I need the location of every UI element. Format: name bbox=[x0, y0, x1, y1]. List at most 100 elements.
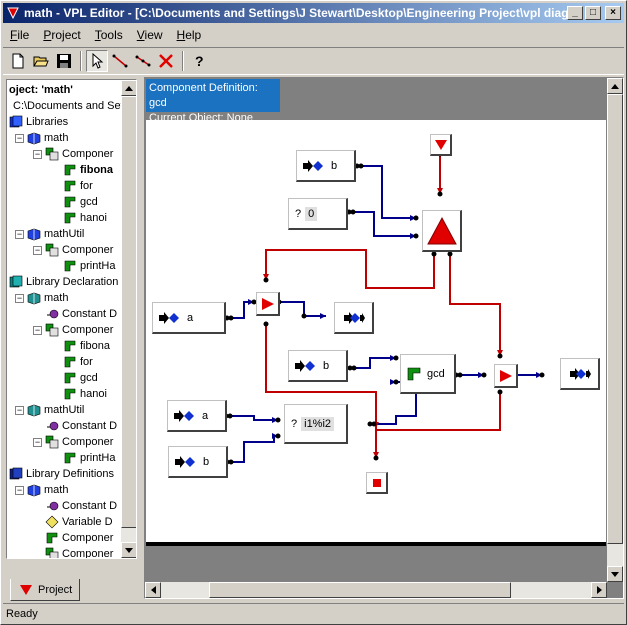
input-node-b-top[interactable]: b bbox=[296, 150, 356, 182]
editor-vscroll-thumb[interactable] bbox=[607, 94, 623, 544]
close-button[interactable]: × bbox=[605, 6, 621, 20]
open-folder-button[interactable] bbox=[30, 50, 52, 72]
maximize-button[interactable]: □ bbox=[585, 6, 601, 20]
scroll-down-button[interactable] bbox=[121, 542, 136, 558]
expr-value[interactable]: i1%i2 bbox=[301, 416, 335, 431]
start-node-top[interactable] bbox=[430, 134, 452, 156]
tree-item[interactable]: Library Declaration bbox=[9, 274, 118, 290]
new-file-button[interactable] bbox=[7, 50, 29, 72]
tree-item[interactable]: printHa bbox=[63, 258, 115, 274]
tree-project-header[interactable]: oject: 'math' bbox=[9, 84, 73, 96]
delete-button[interactable] bbox=[155, 50, 177, 72]
tree-item[interactable]: fibona bbox=[63, 338, 110, 354]
tree-item[interactable]: math bbox=[27, 130, 68, 146]
save-button[interactable] bbox=[53, 50, 75, 72]
tree-collapse-toggle[interactable]: − bbox=[15, 405, 24, 415]
tree-item-label: for bbox=[80, 180, 93, 192]
tree-item[interactable]: Constant D bbox=[45, 306, 117, 322]
tree-item[interactable]: math bbox=[27, 290, 68, 306]
tree-item[interactable]: Componer bbox=[45, 322, 113, 338]
tree-item[interactable]: mathUtil bbox=[27, 226, 84, 242]
input-node-a-left[interactable]: a bbox=[152, 302, 226, 334]
tree-collapse-toggle[interactable]: − bbox=[33, 149, 42, 159]
tree-item[interactable]: hanoi bbox=[63, 386, 107, 402]
output-node-top[interactable] bbox=[334, 302, 374, 334]
port-dot bbox=[251, 299, 257, 305]
tree-vertical-scrollbar[interactable] bbox=[121, 80, 136, 558]
const-question-label: ? bbox=[295, 207, 302, 220]
title-bar[interactable]: math - VPL Editor - [C:\Documents and Se… bbox=[3, 3, 624, 23]
tree-item[interactable]: Constant D bbox=[45, 498, 117, 514]
menu-help[interactable]: Help bbox=[176, 28, 202, 42]
connect-wire-button[interactable] bbox=[109, 50, 131, 72]
output-node-right[interactable] bbox=[560, 358, 600, 390]
bend-wire-button[interactable] bbox=[132, 50, 154, 72]
tree-item[interactable]: Componer bbox=[45, 242, 113, 258]
help-button[interactable]: ? bbox=[188, 50, 210, 72]
select-pointer-button[interactable] bbox=[86, 50, 108, 72]
tree-collapse-toggle[interactable]: − bbox=[15, 485, 24, 495]
component-icon bbox=[64, 340, 76, 352]
editor-vertical-scrollbar[interactable] bbox=[607, 78, 623, 582]
tree-item[interactable]: for bbox=[63, 178, 93, 194]
chevron-right-icon bbox=[596, 586, 602, 594]
input-node-a-low[interactable]: a bbox=[167, 400, 227, 432]
tree-collapse-toggle[interactable]: − bbox=[15, 133, 24, 143]
constant-node-zero[interactable]: ?0 bbox=[288, 198, 348, 230]
menu-file[interactable]: File bbox=[10, 28, 30, 42]
select-node-left[interactable] bbox=[256, 292, 280, 316]
tab-project[interactable]: Project bbox=[10, 579, 80, 601]
menu-view[interactable]: View bbox=[136, 28, 163, 42]
menu-tools[interactable]: Tools bbox=[94, 28, 123, 42]
tree-item[interactable]: Library Definitions bbox=[9, 466, 114, 482]
editor-scroll-right-button[interactable] bbox=[591, 582, 607, 598]
tree-collapse-toggle[interactable]: − bbox=[15, 293, 24, 303]
components-folder-icon bbox=[45, 547, 59, 558]
input-port-icon bbox=[159, 311, 179, 324]
minimize-button[interactable]: _ bbox=[567, 6, 583, 20]
editor-scroll-down-button[interactable] bbox=[607, 566, 623, 582]
input-port-icon bbox=[303, 159, 323, 172]
tree-item[interactable]: gcd bbox=[63, 194, 98, 210]
tree-collapse-toggle[interactable]: − bbox=[33, 245, 42, 255]
input-node-b-low[interactable]: b bbox=[168, 446, 228, 478]
menu-project[interactable]: Project bbox=[43, 28, 81, 42]
tree-item[interactable]: for bbox=[63, 354, 93, 370]
port-dot bbox=[413, 233, 419, 239]
tree-item[interactable]: Variable D bbox=[45, 514, 113, 530]
editor-horizontal-scrollbar[interactable] bbox=[145, 582, 607, 598]
tree-item[interactable]: mathUtil bbox=[27, 402, 84, 418]
end-node-bottom[interactable] bbox=[366, 472, 388, 494]
app-triangle-icon[interactable] bbox=[5, 5, 21, 21]
tree-item[interactable]: printHa bbox=[63, 450, 115, 466]
tree-item[interactable]: Constant D bbox=[45, 418, 117, 434]
editor-hscroll-thumb[interactable] bbox=[209, 582, 511, 598]
tree-collapse-toggle[interactable]: − bbox=[15, 229, 24, 239]
tree-item-label: Componer bbox=[62, 532, 114, 544]
editor-scroll-up-button[interactable] bbox=[607, 78, 623, 94]
tree-item[interactable]: Componer bbox=[45, 530, 113, 546]
tree-collapse-toggle[interactable]: − bbox=[33, 437, 42, 447]
editor-scroll-left-button[interactable] bbox=[145, 582, 161, 598]
tree-item[interactable]: hanoi bbox=[63, 210, 107, 226]
tree-collapse-toggle[interactable]: − bbox=[33, 325, 42, 335]
tree-scroll-thumb[interactable] bbox=[121, 96, 136, 528]
const-value[interactable]: 0 bbox=[305, 206, 318, 221]
expression-node[interactable]: ?i1%i2 bbox=[284, 404, 348, 444]
input-node-b-mid[interactable]: b bbox=[288, 350, 348, 382]
tree-item[interactable]: Componer bbox=[45, 146, 113, 162]
gcd-component-node[interactable]: gcd bbox=[400, 354, 456, 394]
tree-item[interactable]: Libraries bbox=[9, 114, 68, 130]
merge-node-big[interactable] bbox=[422, 210, 462, 252]
tree-item[interactable]: Componer bbox=[45, 434, 113, 450]
tree-item[interactable]: fibona bbox=[63, 162, 113, 178]
tree-item[interactable]: gcd bbox=[63, 370, 98, 386]
scroll-up-button[interactable] bbox=[121, 80, 136, 96]
tree-item-label: Componer bbox=[62, 436, 114, 448]
tree-item[interactable]: math bbox=[27, 482, 68, 498]
component-icon bbox=[64, 388, 76, 400]
project-tree[interactable]: oject: 'math' C:\Documents and Set Libra… bbox=[7, 80, 121, 558]
tree-item[interactable]: Componer bbox=[45, 546, 113, 558]
select-node-right[interactable] bbox=[494, 364, 518, 388]
